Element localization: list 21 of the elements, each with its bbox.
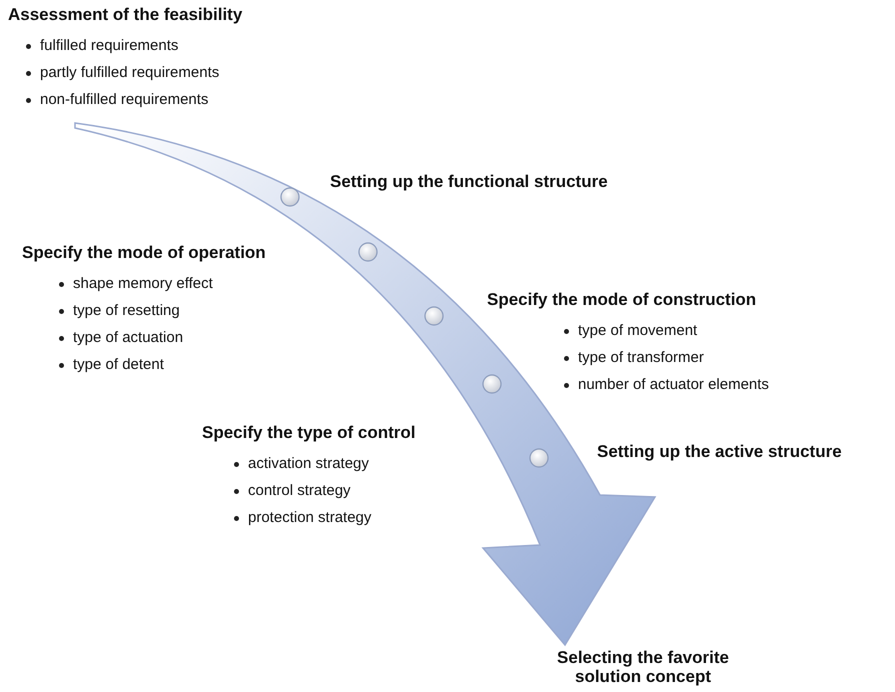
- step-heading: Specify the mode of operation: [22, 243, 266, 263]
- bullet-item: type of transformer: [578, 349, 704, 366]
- step-heading: Selecting the favorite solution concept: [556, 648, 730, 686]
- bullet-item: fulfilled requirements: [40, 37, 178, 54]
- bullet-item: type of movement: [578, 322, 698, 339]
- bullet-item: type of detent: [73, 356, 164, 373]
- step-heading: Setting up the active structure: [597, 442, 842, 462]
- bullet-item: type of resetting: [73, 302, 180, 319]
- bullet-item: control strategy: [248, 482, 351, 499]
- bullet-item: partly fulfilled requirements: [40, 64, 220, 81]
- step-heading: Assessment of the feasibility: [8, 5, 242, 25]
- step-heading: Specify the mode of construction: [487, 290, 756, 310]
- curved-arrow: [74, 122, 656, 646]
- bullet-item: activation strategy: [248, 455, 369, 472]
- bullet-item: shape memory effect: [73, 275, 213, 292]
- bullet-item: type of actuation: [73, 329, 184, 346]
- bullet-item: non-fulfilled requirements: [40, 91, 208, 108]
- step-heading: Specify the type of control: [202, 423, 416, 443]
- bullet-item: protection strategy: [248, 509, 372, 526]
- bullet-item: number of actuator elements: [578, 376, 769, 393]
- step-heading: Setting up the functional structure: [330, 172, 608, 192]
